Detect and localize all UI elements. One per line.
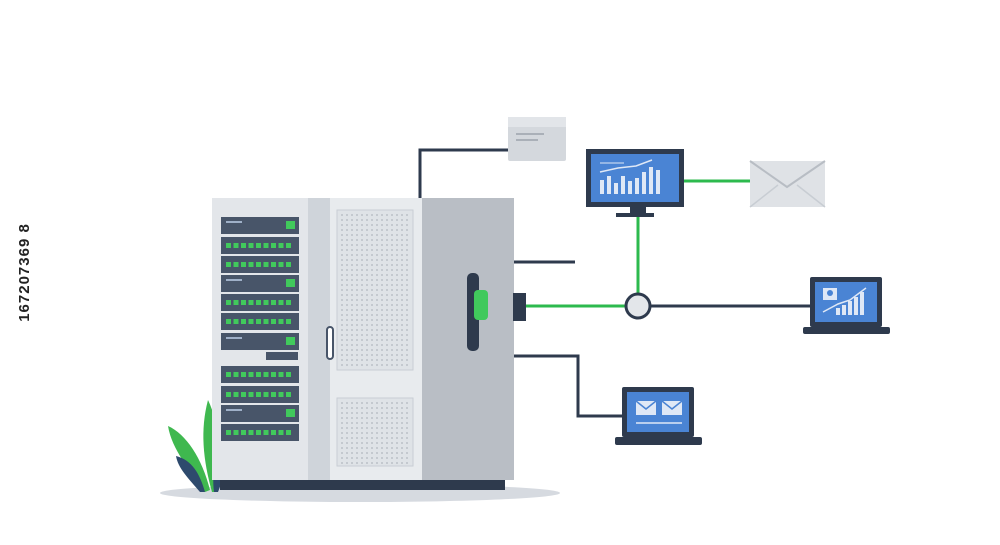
- rack-unit: [221, 275, 299, 292]
- rack-unit: [221, 256, 299, 273]
- rack-unit: [221, 217, 299, 234]
- monitor-bar-chart: [600, 167, 660, 194]
- image-id-label: 167207369 8: [4, 0, 44, 545]
- laptop-chart-icon: [803, 277, 890, 334]
- cabinet-grille-top: [341, 214, 408, 366]
- rack-unit: [221, 333, 299, 350]
- monitor-chart-icon: [586, 149, 684, 217]
- rack-unit: [221, 313, 299, 330]
- rack-unit: [221, 237, 299, 254]
- network-hub-icon: [624, 292, 652, 320]
- rack-unit: [221, 294, 299, 311]
- image-id-text: 167207369 8: [15, 223, 33, 322]
- mail-envelope-icon: [749, 160, 826, 208]
- rack-unit: [221, 405, 299, 422]
- rack-units: [221, 217, 299, 441]
- device-box-icon: [508, 117, 566, 161]
- cable-to-device-box: [418, 148, 508, 200]
- laptop-mail-icon: [615, 387, 702, 445]
- rack-unit: [221, 366, 299, 383]
- cabinet-grille-bottom: [341, 402, 408, 464]
- cables: [418, 148, 810, 418]
- rack-unit: [221, 386, 299, 403]
- rack-unit: [221, 424, 299, 441]
- cable-to-laptop-bottom: [513, 354, 622, 418]
